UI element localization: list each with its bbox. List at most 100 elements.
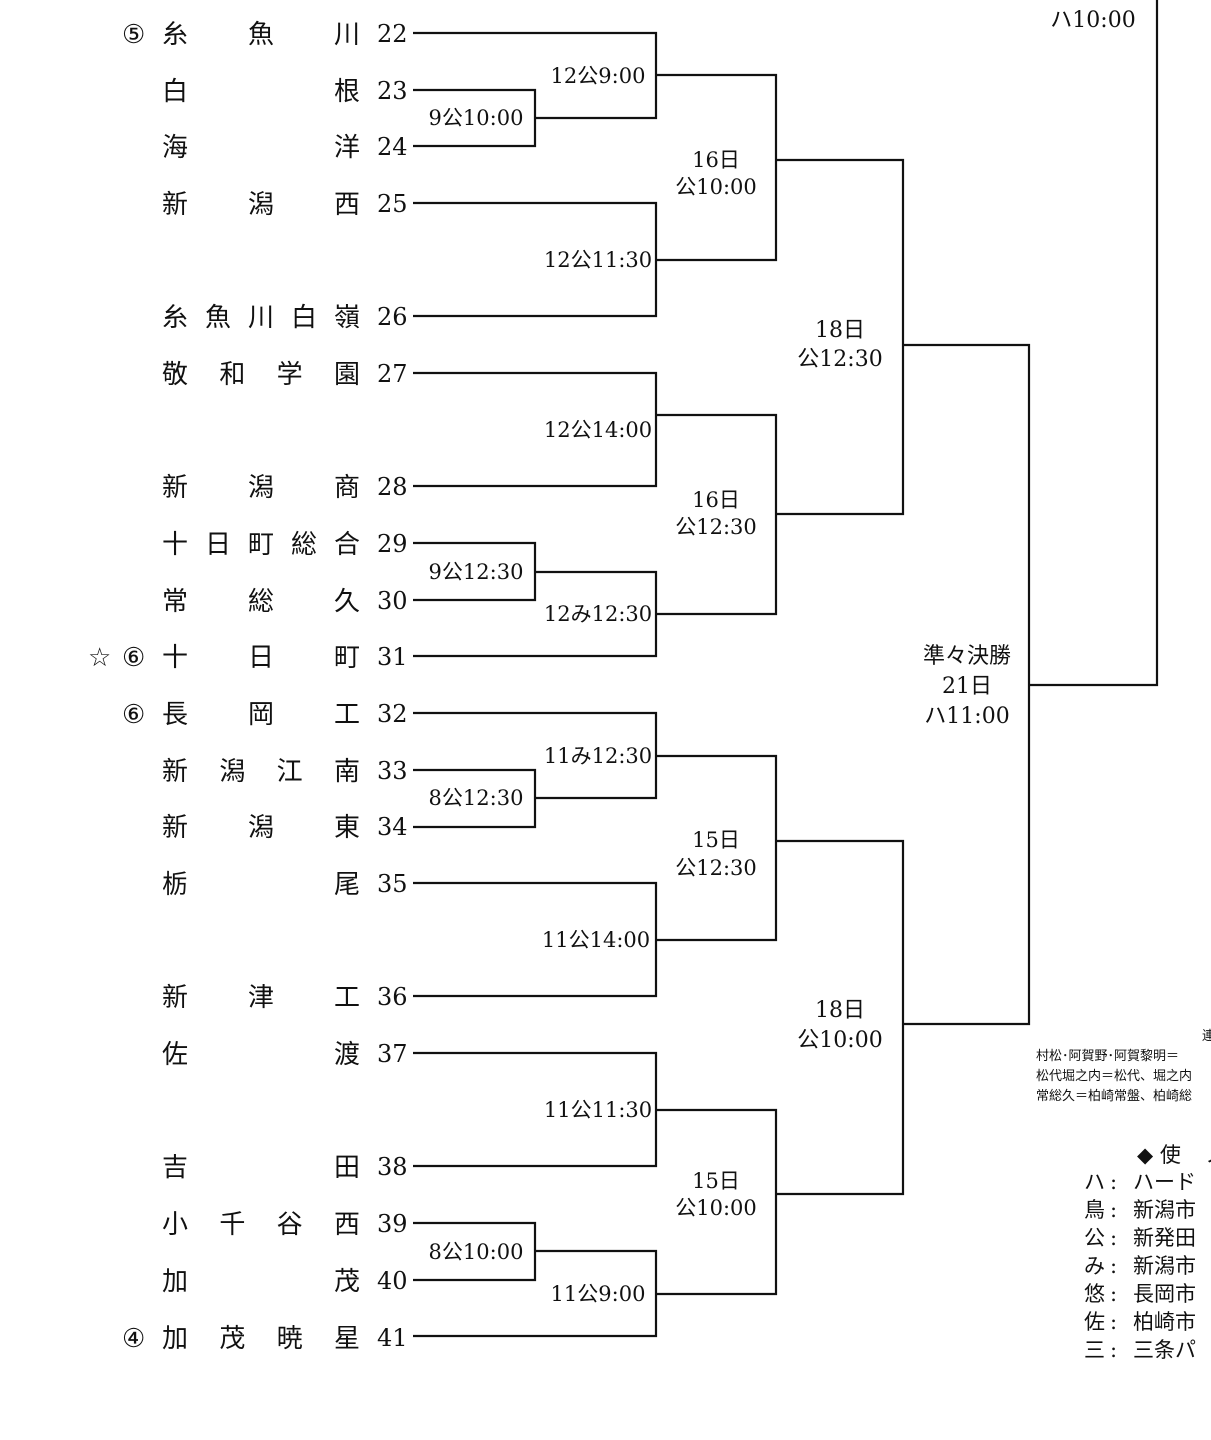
legend-text: 新潟市 — [1133, 1254, 1196, 1278]
match-label: 8公10:00 — [429, 1240, 524, 1264]
bracket-r3-d — [656, 1108, 778, 1296]
match-label-time: 公10:00 — [675, 1196, 757, 1220]
team-name: 糸魚川 — [162, 20, 360, 50]
match-label: 11公11:30 — [544, 1098, 652, 1122]
legend-colon: : — [1110, 1338, 1117, 1362]
match-label-date: 15日 — [692, 828, 740, 852]
match-label-date: 18日 — [815, 998, 865, 1023]
legend-key: 悠 — [1084, 1282, 1105, 1306]
match-label: ハ10:00 — [1050, 8, 1135, 33]
team-name: 長岡工 — [162, 700, 360, 730]
legend-colon: : — [1110, 1170, 1117, 1194]
team-number: 30 — [377, 587, 408, 615]
legend-key: み — [1084, 1254, 1105, 1278]
match-label-time: 公10:00 — [675, 175, 757, 199]
team-name: 敬和学園 — [162, 360, 360, 390]
match-label: 11公9:00 — [551, 1282, 646, 1306]
team-number: 22 — [377, 20, 408, 48]
match-label-date: 16日 — [692, 148, 740, 172]
team-number: 41 — [377, 1324, 408, 1352]
team-name: 海洋 — [162, 133, 360, 163]
bracket-r4-b — [776, 839, 905, 1196]
team-name: 十日町 — [162, 643, 360, 673]
team-name: 加茂暁星 — [162, 1324, 360, 1354]
team-name: 十日町総合 — [162, 530, 360, 560]
legend-title-tail: ノ — [1205, 1143, 1211, 1167]
match-label: 9公12:30 — [429, 560, 524, 584]
team-name: 新潟商 — [162, 473, 360, 503]
legend-key: 三 — [1084, 1338, 1105, 1362]
team-name: 小千谷西 — [162, 1210, 360, 1240]
team-name: 新津工 — [162, 983, 360, 1013]
match-label-time: 公12:30 — [797, 347, 882, 372]
bracket-r4-a — [776, 158, 905, 516]
team-name: 新潟江南 — [162, 757, 360, 787]
match-label-time: 公10:00 — [797, 1028, 882, 1053]
team-number: 29 — [377, 530, 408, 558]
team-number: 35 — [377, 870, 408, 898]
venue-legend: ◆ 使 ノ ハ : ハード 鳥 : 新潟市 公 : 新発田 み : 新潟市 悠 … — [1084, 1143, 1211, 1362]
legend-text: ハード — [1133, 1170, 1196, 1194]
team-name: 常総久 — [162, 587, 360, 617]
legend-text: 新発田 — [1133, 1226, 1196, 1250]
seed-mark: ⑤ — [122, 20, 145, 50]
team-number: 34 — [377, 813, 408, 841]
notes: 連 村松･阿賀野･阿賀黎明＝ 松代堀之内＝松代、堀之内 常総久＝柏崎常盤、柏崎総 — [1036, 1029, 1211, 1104]
team-number: 37 — [377, 1040, 408, 1068]
match-label-time: 公12:30 — [675, 856, 757, 880]
legend-colon: : — [1110, 1198, 1117, 1222]
star-mark: ☆ — [88, 643, 111, 673]
bracket-r2-27-28 — [413, 371, 658, 488]
legend-text: 長岡市 — [1133, 1282, 1196, 1306]
bracket-r3-c — [656, 754, 778, 942]
team-number: 24 — [377, 133, 408, 161]
qf-date: 21日 — [942, 674, 992, 699]
team-number: 32 — [377, 700, 408, 728]
legend-text: 新潟市 — [1133, 1198, 1196, 1222]
team-number: 36 — [377, 983, 408, 1011]
team-name: 佐渡 — [162, 1040, 360, 1070]
team-number: 38 — [377, 1153, 408, 1181]
team-name: 新潟東 — [162, 813, 360, 843]
legend-title: ◆ 使 — [1137, 1143, 1181, 1167]
team-name: 栃尾 — [162, 870, 360, 900]
match-label-time: 公12:30 — [675, 515, 757, 539]
legend-key: 鳥 — [1084, 1198, 1105, 1222]
bracket-lines — [413, 0, 1159, 1338]
legend-colon: : — [1110, 1282, 1117, 1306]
seed-mark: ⑥ — [122, 643, 145, 673]
note-cut-top: 連 — [1202, 1029, 1211, 1044]
team-names: 糸魚川 白根 海洋 新潟西 糸魚川白嶺 敬和学園 新潟商 十日町総合 常総久 十… — [162, 20, 360, 1354]
team-numbers: 22 23 24 25 26 27 28 29 30 31 32 33 34 3… — [377, 20, 408, 1352]
match-label-date: 15日 — [692, 1169, 740, 1193]
seed-mark: ⑥ — [122, 700, 145, 730]
note-line: 村松･阿賀野･阿賀黎明＝ — [1036, 1049, 1179, 1064]
qf-time: ハ11:00 — [924, 704, 1009, 729]
team-number: 28 — [377, 473, 408, 501]
bracket-qf-out — [1029, 0, 1159, 687]
match-label: 12公9:00 — [551, 64, 646, 88]
legend-key: ハ — [1084, 1170, 1105, 1194]
match-label: 9公10:00 — [429, 106, 524, 130]
legend-text: 三条パ — [1133, 1338, 1196, 1362]
note-line: 常総久＝柏崎常盤、柏崎総 — [1036, 1089, 1192, 1104]
team-number: 31 — [377, 643, 408, 671]
match-label: 11み12:30 — [544, 744, 652, 768]
team-name: 加茂 — [162, 1267, 360, 1297]
legend-colon: : — [1110, 1226, 1117, 1250]
team-number: 25 — [377, 190, 408, 218]
legend-text: 柏崎市 — [1133, 1310, 1196, 1334]
match-label-date: 16日 — [692, 488, 740, 512]
match-label: 11公14:00 — [542, 928, 650, 952]
legend-colon: : — [1110, 1310, 1117, 1334]
legend-key: 公 — [1084, 1226, 1105, 1250]
team-number: 40 — [377, 1267, 408, 1295]
team-number: 23 — [377, 77, 408, 105]
legend-key: 佐 — [1084, 1310, 1105, 1334]
match-label: 12公14:00 — [544, 418, 652, 442]
note-line: 松代堀之内＝松代、堀之内 — [1036, 1068, 1192, 1084]
team-name: 新潟西 — [162, 190, 360, 220]
team-name: 糸魚川白嶺 — [162, 303, 360, 333]
match-label: 12公11:30 — [544, 248, 652, 272]
